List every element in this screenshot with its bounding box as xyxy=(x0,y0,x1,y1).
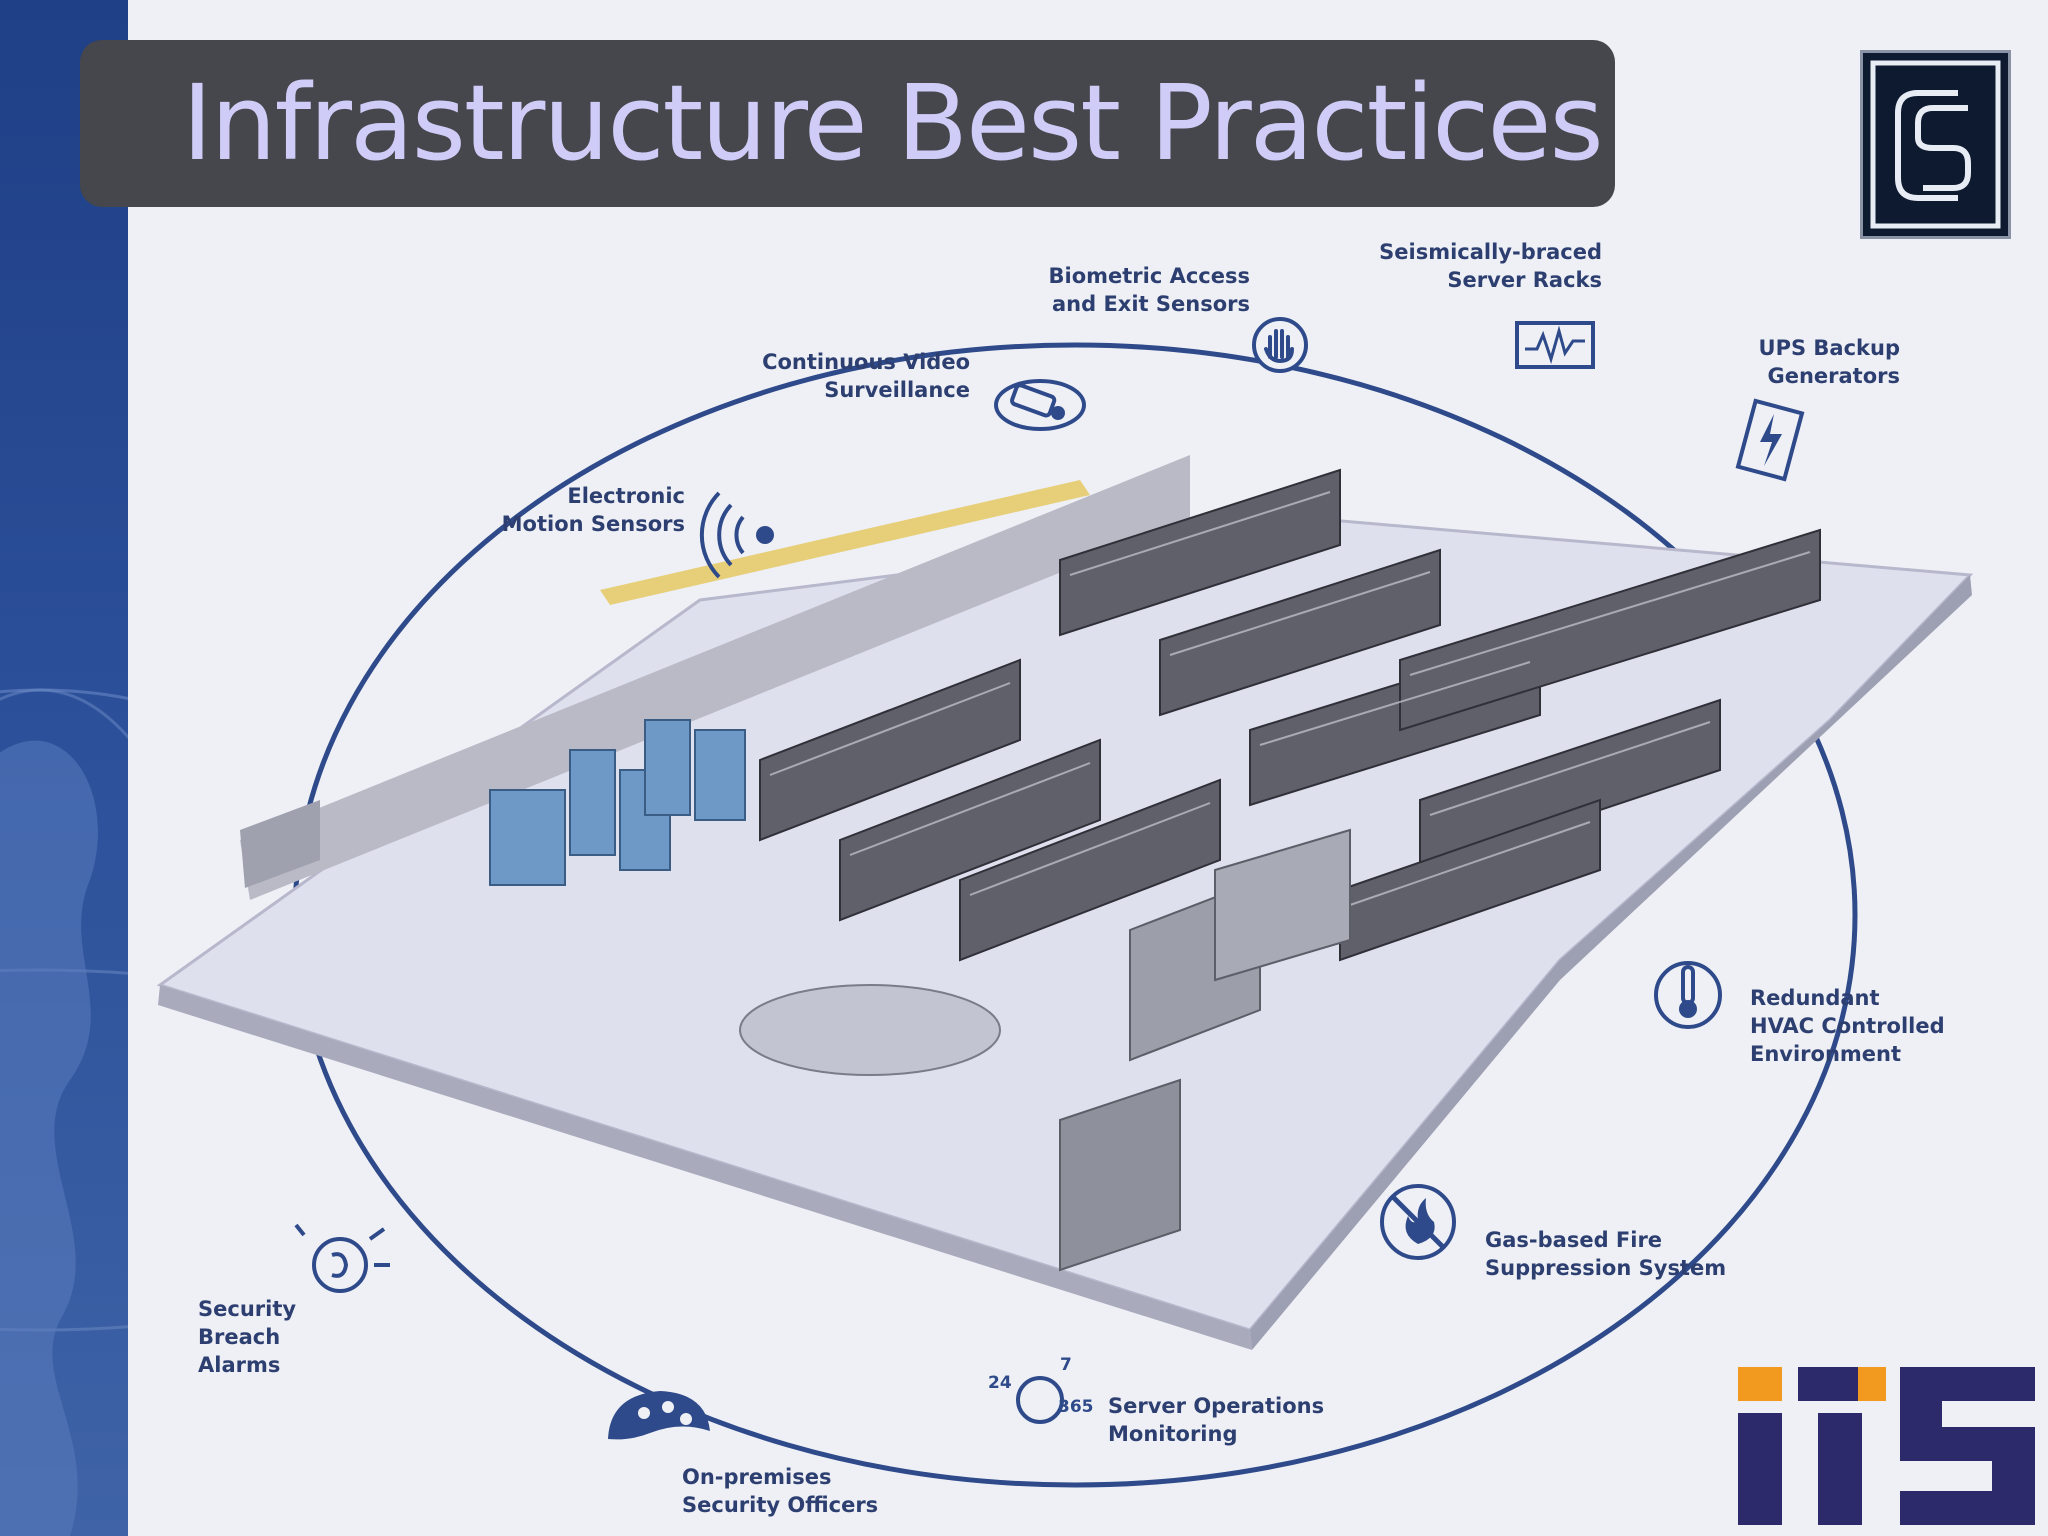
its-logo-s xyxy=(1900,1367,2035,1525)
clock-24-7-icon: 24 7 365 xyxy=(988,1355,1094,1424)
floor-edge-right xyxy=(1250,575,1972,1350)
security-officers-icon xyxy=(608,1391,710,1440)
its-logo-dot-t xyxy=(1858,1367,1886,1401)
cs-logo-mark xyxy=(1870,60,2001,229)
page-title: Infrastructure Best Practices xyxy=(182,62,1604,184)
label-line: Breach xyxy=(198,1325,281,1349)
label-line: HVAC Controlled xyxy=(1750,1014,1945,1038)
camera-icon xyxy=(994,379,1086,431)
label-line: Security Officers xyxy=(682,1493,879,1517)
label-line: Generators xyxy=(1767,364,1900,388)
ops-room-2 xyxy=(1214,828,1351,982)
cs-logo xyxy=(1860,50,2011,239)
globe-decoration xyxy=(0,688,128,1536)
label-line: Surveillance xyxy=(824,378,970,402)
label-ups: UPS Backup Generators xyxy=(1700,334,1900,390)
cable-tray xyxy=(600,480,1090,605)
its-logo xyxy=(1738,1367,2035,1525)
label-line: and Exit Sensors xyxy=(1051,292,1250,316)
label-line: Security xyxy=(198,1297,297,1321)
hand-icon xyxy=(1252,317,1308,373)
its-logo-stem-t xyxy=(1818,1413,1862,1525)
title-bar: Infrastructure Best Practices xyxy=(80,40,1615,207)
label-fire: Gas-based Fire Suppression System xyxy=(1485,1226,1726,1282)
label-monitoring: Server Operations Monitoring xyxy=(1108,1392,1324,1448)
its-logo-stem-i xyxy=(1738,1413,1782,1525)
label-alarms: Security Breach Alarms xyxy=(198,1295,296,1379)
label-seismic-racks: Seismically-braced Server Racks xyxy=(1330,238,1602,294)
its-logo-dot-i xyxy=(1738,1367,1782,1401)
label-line: UPS Backup xyxy=(1758,336,1900,360)
label-line: Gas-based Fire xyxy=(1485,1228,1663,1252)
entry-room xyxy=(1059,1078,1181,1272)
label-motion: Electronic Motion Sensors xyxy=(460,482,685,538)
motion-sensor-icon xyxy=(699,491,774,579)
label-line: On-premises xyxy=(682,1465,832,1489)
label-line: Continuous Video xyxy=(762,350,970,374)
label-line: Biometric Access xyxy=(1048,264,1251,288)
label-line: Seismically-braced xyxy=(1379,240,1602,264)
label-line: Monitoring xyxy=(1108,1422,1238,1446)
rack-details xyxy=(769,491,1811,906)
control-desk xyxy=(739,984,1001,1076)
label-line: Alarms xyxy=(198,1353,281,1377)
label-hvac: Redundant HVAC Controlled Environment xyxy=(1750,984,1945,1068)
sidebar-band xyxy=(0,0,128,1536)
rack-row-8 xyxy=(1419,698,1721,872)
monitoring-number-7: 7 xyxy=(1060,1355,1072,1375)
label-line: Server Racks xyxy=(1447,268,1602,292)
label-line: Electronic xyxy=(567,484,685,508)
label-line: Server Operations xyxy=(1108,1394,1325,1418)
thermometer-icon xyxy=(1654,961,1722,1029)
monitoring-number-24: 24 xyxy=(988,1373,1012,1393)
monitoring-number-365: 365 xyxy=(1058,1397,1094,1417)
back-wall xyxy=(240,455,1190,900)
label-officers: On-premises Security Officers xyxy=(682,1463,878,1519)
alarm-icon xyxy=(294,1223,390,1293)
blue-cabinets xyxy=(489,719,746,886)
label-biometric: Biometric Access and Exit Sensors xyxy=(1000,262,1251,318)
label-video: Continuous Video Surveillance xyxy=(700,348,970,404)
seismic-rack-icon xyxy=(1515,321,1595,369)
side-wall xyxy=(240,800,320,888)
label-line: Suppression System xyxy=(1485,1256,1727,1280)
floor-edge xyxy=(158,985,1252,1350)
rack-row-7 xyxy=(1399,528,1821,732)
label-line: Redundant xyxy=(1750,986,1880,1010)
label-line: Motion Sensors xyxy=(501,512,685,536)
fire-icon xyxy=(1380,1184,1456,1260)
lightning-icon xyxy=(1735,398,1805,482)
label-line: Environment xyxy=(1750,1042,1902,1066)
